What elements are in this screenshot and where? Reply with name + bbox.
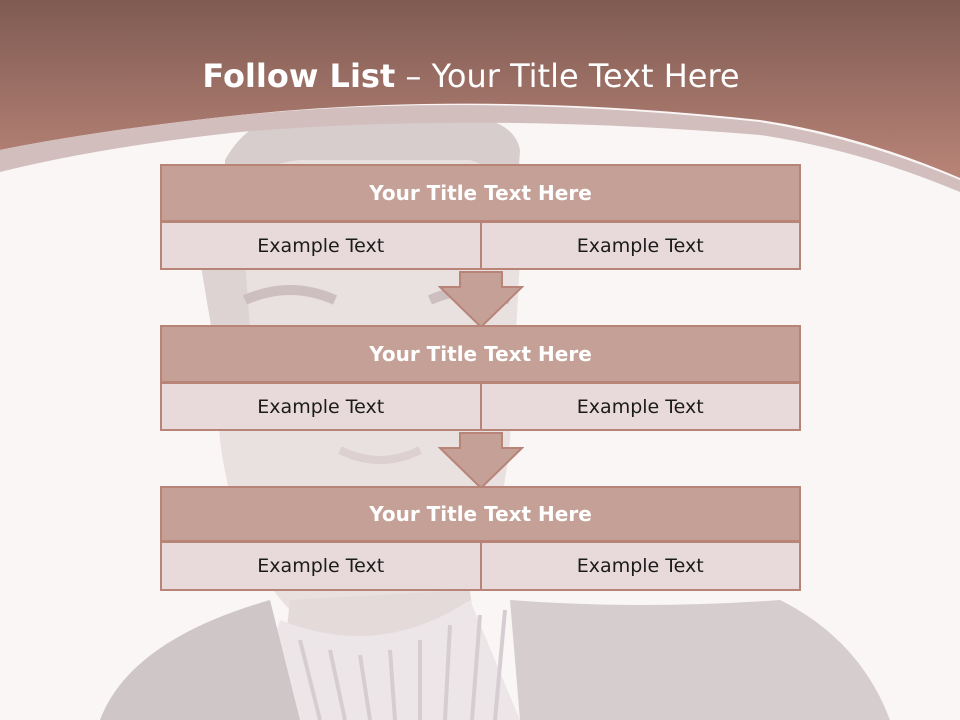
slide-title: Follow List – Your Title Text Here: [0, 54, 942, 98]
block-title: Your Title Text Here: [160, 164, 801, 222]
block-cell-left: Example Text: [160, 382, 482, 431]
block-row: Example Text Example Text: [160, 221, 801, 270]
block-row: Example Text Example Text: [160, 541, 801, 591]
block-cell-left: Example Text: [160, 541, 482, 591]
down-arrow-icon: [438, 432, 524, 490]
list-block-1: Your Title Text Here Example Text Exampl…: [160, 164, 801, 270]
block-title: Your Title Text Here: [160, 486, 801, 542]
block-title: Your Title Text Here: [160, 325, 801, 383]
block-cell-right: Example Text: [479, 541, 801, 591]
title-rest: – Your Title Text Here: [405, 57, 740, 95]
block-cell-left: Example Text: [160, 221, 482, 270]
block-row: Example Text Example Text: [160, 382, 801, 431]
title-bold: Follow List: [202, 57, 396, 95]
down-arrow-icon: [438, 271, 524, 329]
header-band: [0, 0, 960, 192]
list-block-2: Your Title Text Here Example Text Exampl…: [160, 325, 801, 431]
list-block-3: Your Title Text Here Example Text Exampl…: [160, 486, 801, 591]
block-cell-right: Example Text: [479, 382, 801, 431]
block-cell-right: Example Text: [479, 221, 801, 270]
